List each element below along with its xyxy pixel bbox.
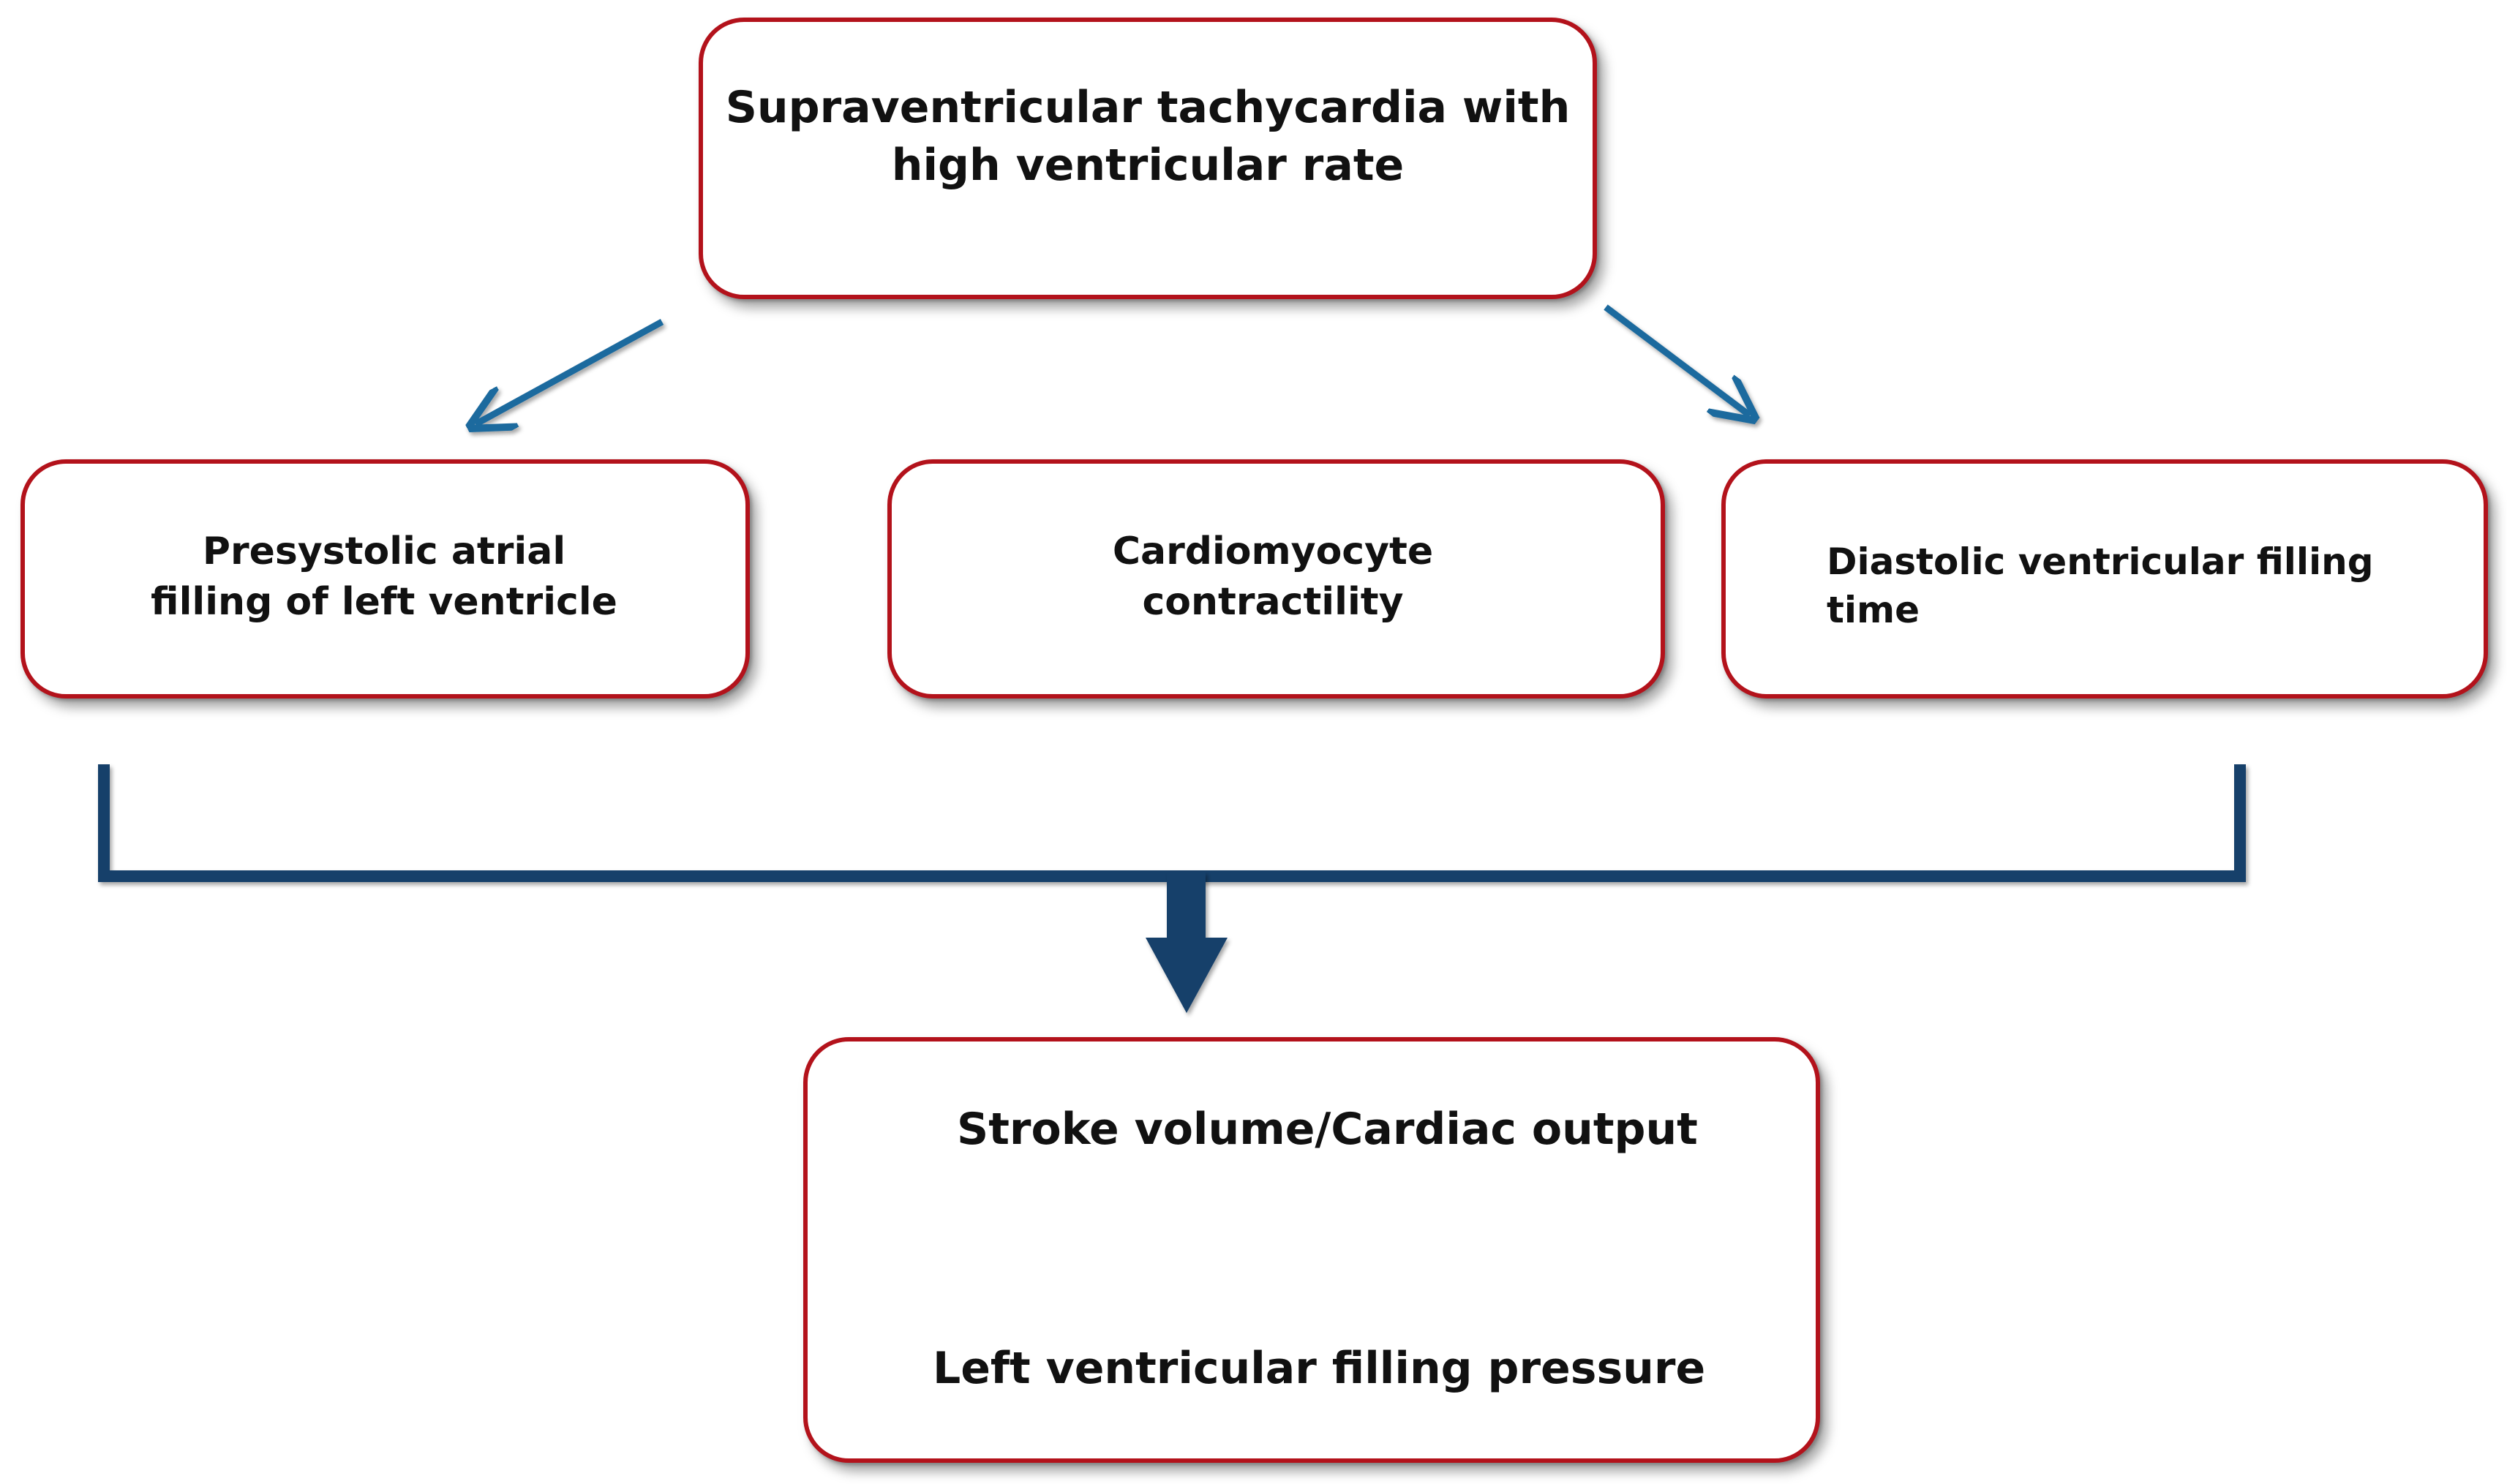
merge-bracket	[98, 764, 2246, 882]
effect-box-presystolic	[20, 459, 750, 698]
effect-box-contractility	[887, 459, 1665, 698]
cause-label: Supraventricular tachycardia with high v…	[725, 82, 1571, 192]
effect-label-presystolic: Presystolic atrial filling of left ventr…	[151, 530, 617, 624]
arrow-to-presystolic	[476, 319, 664, 424]
arrow-to-outcome	[1146, 872, 1228, 1013]
effect-box-diastolic	[1721, 459, 2488, 698]
outcome-label-stroke-volume: Stroke volume/Cardiac output	[957, 1104, 1698, 1155]
arrow-to-diastolic	[1604, 304, 1750, 415]
outcome-box	[803, 1037, 1820, 1463]
outcome-label-filling-pressure: Left ventricular filling pressure	[933, 1343, 1706, 1394]
effect-label-contractility: Cardiomyocyte contractility	[1112, 530, 1434, 624]
effect-label-diastolic: Diastolic ventricular filling time	[1827, 541, 2374, 631]
cause-box	[699, 18, 1597, 299]
